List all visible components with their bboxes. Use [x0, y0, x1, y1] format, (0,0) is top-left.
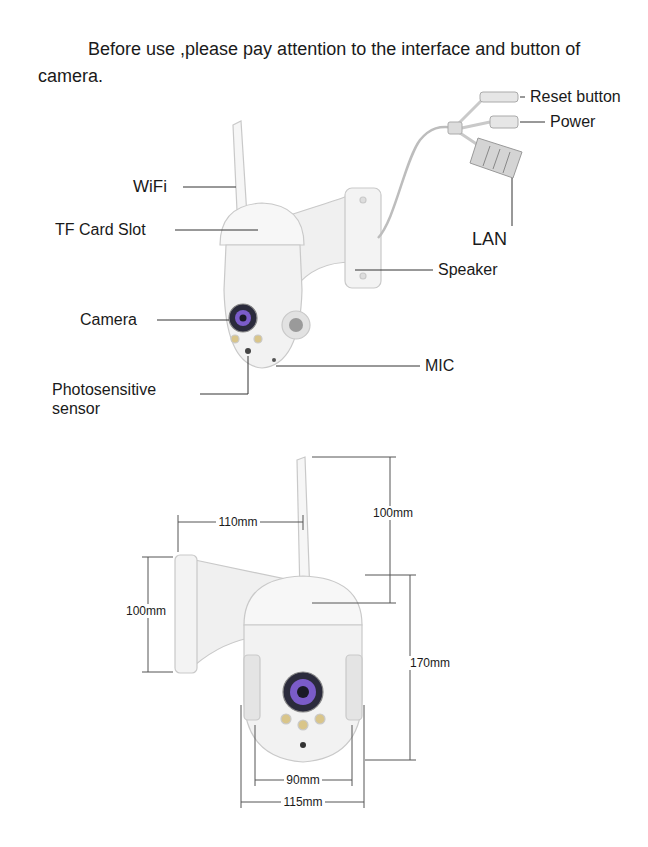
ir-led: [254, 335, 262, 343]
dimension-label: 100mm: [124, 604, 168, 618]
screw: [360, 273, 366, 279]
leader-line: [520, 97, 525, 98]
side-disk-center: [289, 318, 303, 332]
extension-line: [178, 515, 179, 552]
part-label: LAN: [472, 229, 507, 251]
leader-line: [520, 122, 545, 123]
photosensor-dot: [300, 742, 306, 748]
wall-plate: [175, 555, 197, 673]
ir-led: [231, 335, 239, 343]
dimension-line: [390, 457, 391, 603]
instruction-heading: Before use ,please pay attention to the …: [38, 36, 638, 90]
screw: [360, 197, 366, 203]
camera-body: [224, 245, 302, 368]
lens: [283, 672, 323, 712]
lens: [229, 304, 257, 332]
extension-line: [312, 603, 396, 604]
extension-line: [241, 705, 242, 808]
photosensor-dot: [245, 348, 251, 354]
wifi-antenna: [297, 457, 310, 595]
dimension-label: 170mm: [408, 656, 452, 670]
dimension-label: 115mm: [281, 795, 324, 809]
part-label: Reset button: [530, 87, 621, 106]
dimension-label: 90mm: [284, 773, 321, 787]
side-band: [244, 655, 260, 720]
reset-connector: [480, 92, 518, 102]
cable: [378, 92, 522, 238]
part-label: Power: [550, 112, 595, 131]
power-connector: [490, 116, 518, 128]
dome-head: [244, 576, 362, 625]
cable-wire: [378, 127, 455, 238]
ir-led: [281, 714, 291, 724]
leader-lines: [157, 97, 545, 394]
ir-led: [315, 714, 325, 724]
lens-ring: [290, 679, 316, 705]
ir-led: [298, 720, 308, 730]
extension-line: [352, 725, 353, 786]
dimension-label: 110mm: [216, 515, 259, 529]
leader-line: [175, 230, 258, 231]
wall-plate: [345, 188, 381, 288]
extension-line: [142, 672, 173, 673]
leader-line: [157, 320, 229, 321]
lan-stripe: [503, 152, 510, 173]
dimension-label: 100mm: [371, 506, 415, 520]
extension-line: [365, 575, 416, 576]
side-disk: [282, 311, 310, 339]
lens-center: [297, 686, 309, 698]
part-label: Photosensitive sensor: [52, 380, 187, 418]
camera-front-view: [175, 457, 362, 762]
leader-line: [200, 356, 248, 394]
dimension-lines: [142, 457, 416, 808]
leader-line: [183, 187, 236, 188]
lan-connector: [470, 138, 522, 178]
part-label: TF Card Slot: [55, 220, 146, 239]
extension-line: [255, 725, 256, 786]
lan-stripe: [493, 149, 500, 169]
dome-head: [220, 203, 304, 245]
lens-ring: [235, 310, 251, 326]
mic-hole: [272, 358, 276, 362]
lens-center: [240, 315, 247, 322]
leader-line: [276, 366, 420, 367]
part-label: Speaker: [438, 260, 498, 279]
extension-line: [312, 457, 396, 458]
part-label: Camera: [80, 310, 137, 329]
extension-line: [365, 760, 416, 761]
cable-junction: [448, 122, 462, 134]
leader-line: [355, 270, 433, 271]
part-label: WiFi: [133, 177, 167, 197]
extension-line: [364, 705, 365, 808]
lan-stripe: [483, 146, 490, 166]
leader-line: [512, 178, 513, 226]
camera-body: [244, 625, 362, 762]
part-label: MIC: [425, 356, 454, 375]
camera-top-view: [220, 121, 381, 368]
side-band: [346, 655, 362, 720]
extension-line: [142, 557, 173, 558]
